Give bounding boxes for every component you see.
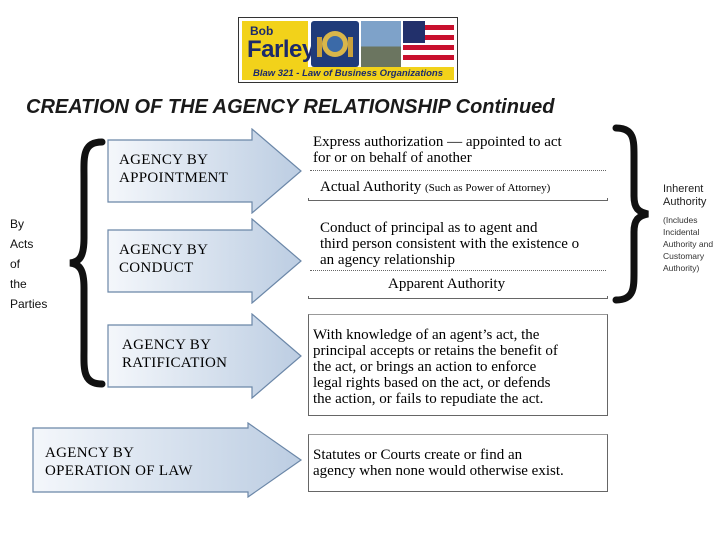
box-border <box>308 434 608 492</box>
arrow-label-appointment: AGENCY BY APPOINTMENT <box>119 152 229 186</box>
arrow-ratification: AGENCY BY RATIFICATION <box>107 313 303 399</box>
description-operation-of-law: Statutes or Courts create or find an age… <box>313 447 564 479</box>
page-title: CREATION OF THE AGENCY RELATIONSHIP Cont… <box>26 96 555 118</box>
left-brace-icon <box>69 138 106 388</box>
left-label-line: the <box>10 277 27 291</box>
logo: Bob Farley Blaw 321 - Law of Business Or… <box>238 17 458 83</box>
box-border <box>308 198 608 201</box>
divider <box>310 270 606 271</box>
authority-conduct: Apparent Authority <box>388 276 506 292</box>
authority-note: (Such as Power of Attorney) <box>425 182 551 194</box>
arrow-label-conduct: AGENCY BY CONDUCT <box>119 242 209 276</box>
left-label-line: of <box>10 257 21 271</box>
inherent-note: (Includes Incidental Authority and Custo… <box>663 215 714 273</box>
left-label-line: Acts <box>10 237 34 251</box>
arrow-appointment: AGENCY BY APPOINTMENT <box>107 128 303 214</box>
description-ratification: With knowledge of an agent’s act, the pr… <box>313 327 558 407</box>
left-group-label: By Acts of the Parties <box>10 214 47 314</box>
left-label-line: Parties <box>10 297 48 311</box>
state-seal-icon <box>311 21 359 67</box>
box-border <box>308 314 608 416</box>
flag-icon <box>403 21 454 67</box>
inherent-title: Inherent Authority <box>663 183 707 208</box>
description-appointment: Express authorization — appointed to act… <box>313 134 562 166</box>
arrow-label-ratification: AGENCY BY RATIFICATION <box>122 337 228 371</box>
box-border <box>308 296 608 299</box>
right-brace-icon <box>612 124 649 304</box>
inherent-authority-label: Inherent Authority (Includes Incidental … <box>663 183 720 274</box>
description-conduct: Conduct of principal as to agent and thi… <box>320 220 580 268</box>
logo-first-name: Bob <box>250 24 274 38</box>
logo-course: Blaw 321 - Law of Business Organizations <box>242 67 454 80</box>
logo-last-name: Farley <box>247 36 315 63</box>
arrow-label-operation-of-law: AGENCY BY OPERATION OF LAW <box>45 445 193 479</box>
logo-name-box: Bob Farley <box>242 21 315 67</box>
divider <box>310 170 606 171</box>
arrow-operation-of-law: AGENCY BY OPERATION OF LAW <box>32 422 303 498</box>
left-label-line: By <box>10 217 25 231</box>
arrow-conduct: AGENCY BY CONDUCT <box>107 218 303 304</box>
authority-appointment: Actual Authority (Such as Power of Attor… <box>320 179 551 195</box>
building-photo <box>361 21 401 67</box>
